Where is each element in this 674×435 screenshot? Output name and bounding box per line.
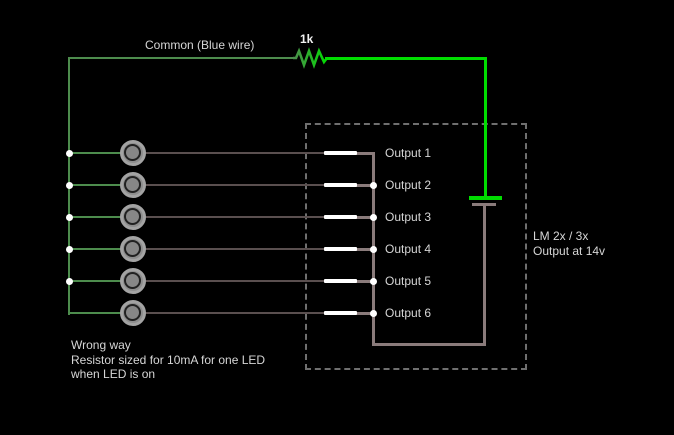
switch-6[interactable] xyxy=(324,311,357,315)
junction-dot-left-5 xyxy=(66,278,73,285)
led-6[interactable] xyxy=(120,300,146,326)
led3-feed-wire xyxy=(68,216,122,218)
led-6-core xyxy=(124,304,141,321)
module-boundary-box xyxy=(305,123,527,370)
battery-negative-plate[interactable] xyxy=(472,203,496,206)
switch-4[interactable] xyxy=(324,247,357,251)
warning-note-line2: Resistor sized for 10mA for one LED xyxy=(71,352,266,367)
led1-feed-wire xyxy=(68,152,122,154)
led-5-core xyxy=(124,272,141,289)
switch5-bus-stub xyxy=(356,280,374,283)
module-annotation-line1: LM 2x / 3x xyxy=(533,229,589,243)
led6-feed-wire xyxy=(68,312,122,314)
battery-return-wire xyxy=(483,206,486,346)
junction-dot-bus-2 xyxy=(370,182,377,189)
battery-positive-plate[interactable] xyxy=(469,196,502,200)
led-3-core xyxy=(124,208,141,225)
led1-anode-wire xyxy=(145,152,325,154)
switch-5[interactable] xyxy=(324,279,357,283)
output-3-label: Output 3 xyxy=(385,210,432,224)
junction-dot-bus-3 xyxy=(370,214,377,221)
switch-2[interactable] xyxy=(324,183,357,187)
output-2-label: Output 2 xyxy=(385,178,432,192)
output-5-label: Output 5 xyxy=(385,274,432,288)
led4-feed-wire xyxy=(68,248,122,250)
led4-anode-wire xyxy=(145,248,325,250)
common-wire-label: Common (Blue wire) xyxy=(145,38,255,52)
led-1-core xyxy=(124,144,141,161)
common-wire xyxy=(68,57,295,59)
junction-dot-bus-4 xyxy=(370,246,377,253)
junction-dot-left-4 xyxy=(66,246,73,253)
led-4[interactable] xyxy=(120,236,146,262)
warning-note-line1: Wrong way xyxy=(71,338,131,352)
switch6-bus-stub xyxy=(356,312,374,315)
junction-dot-left-1 xyxy=(66,150,73,157)
led6-anode-wire xyxy=(145,312,325,314)
led3-anode-wire xyxy=(145,216,325,218)
led5-anode-wire xyxy=(145,280,325,282)
junction-dot-bus-6 xyxy=(370,310,377,317)
led5-feed-wire xyxy=(68,280,122,282)
led-4-core xyxy=(124,240,141,257)
switch-1[interactable] xyxy=(324,151,357,155)
led-2-core xyxy=(124,176,141,193)
switch2-bus-stub xyxy=(356,184,374,187)
resistor-zigzag[interactable] xyxy=(293,47,329,69)
led-2[interactable] xyxy=(120,172,146,198)
led2-anode-wire xyxy=(145,184,325,186)
resistor-value-label: 1k xyxy=(300,32,314,46)
output-bus-bottom xyxy=(372,343,486,346)
junction-dot-left-2 xyxy=(66,182,73,189)
warning-note: Wrong way Resistor sized for 10mA for on… xyxy=(71,338,265,382)
led2-feed-wire xyxy=(68,184,122,186)
led-1[interactable] xyxy=(120,140,146,166)
switch-3[interactable] xyxy=(324,215,357,219)
switch4-bus-stub xyxy=(356,248,374,251)
output-4-label: Output 4 xyxy=(385,242,432,256)
output-1-label: Output 1 xyxy=(385,146,432,160)
switch1-bus-stub xyxy=(356,152,374,155)
led-3[interactable] xyxy=(120,204,146,230)
supply-wire-horizontal xyxy=(325,57,487,60)
junction-dot-bus-5 xyxy=(370,278,377,285)
module-annotation: LM 2x / 3x Output at 14v xyxy=(533,229,605,259)
led-5[interactable] xyxy=(120,268,146,294)
warning-note-line3: when LED is on xyxy=(71,367,156,382)
output-6-label: Output 6 xyxy=(385,306,432,320)
module-annotation-line2: Output at 14v xyxy=(533,244,606,258)
supply-wire-vertical xyxy=(484,57,487,198)
junction-dot-left-3 xyxy=(66,214,73,221)
switch3-bus-stub xyxy=(356,216,374,219)
